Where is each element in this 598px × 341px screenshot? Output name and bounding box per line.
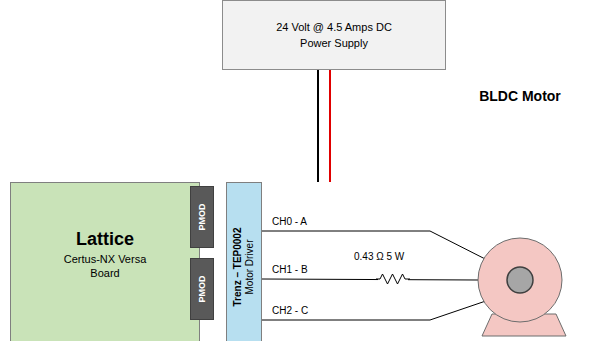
channel-label: CH0 - A: [270, 216, 309, 227]
motor-label: BLDC Motor: [479, 88, 561, 104]
phase-wire: [262, 302, 484, 320]
driver-role: Motor Driver: [244, 228, 256, 307]
phase-wire: [262, 279, 478, 280]
board-title: Lattice: [11, 229, 199, 250]
driver-box: Trenz – TEP0002Motor Driver: [226, 182, 262, 341]
resistor-symbol: [376, 274, 410, 284]
power-wire: [317, 70, 319, 182]
rotated-text: PMOD: [197, 204, 207, 231]
driver-name: Trenz – TEP0002: [232, 228, 244, 307]
motor-box: BLDC Motor: [478, 238, 562, 322]
resistor-value: 0.43 Ω 5 W: [352, 251, 406, 262]
supply-label: 24 Volt @ 4.5 Amps DC Power Supply: [269, 19, 399, 52]
rotated-text: Trenz – TEP0002Motor Driver: [232, 228, 256, 307]
channel-label: CH2 - C: [270, 305, 310, 316]
supply-box: 24 Volt @ 4.5 Amps DC Power Supply: [222, 0, 446, 70]
channel-label: CH1 - B: [270, 264, 310, 275]
pmod-box: PMOD: [190, 258, 214, 320]
pmod-label: PMOD: [197, 204, 207, 231]
pmod-box: PMOD: [190, 186, 214, 248]
board-box: LatticeCertus-NX Versa Board: [10, 182, 200, 341]
motor-body: [478, 238, 562, 322]
motor-shaft: [507, 267, 533, 293]
rotated-text: PMOD: [197, 276, 207, 303]
power-wire: [329, 70, 331, 182]
pmod-label: PMOD: [197, 276, 207, 303]
board-subtitle: Certus-NX Versa Board: [60, 252, 150, 281]
